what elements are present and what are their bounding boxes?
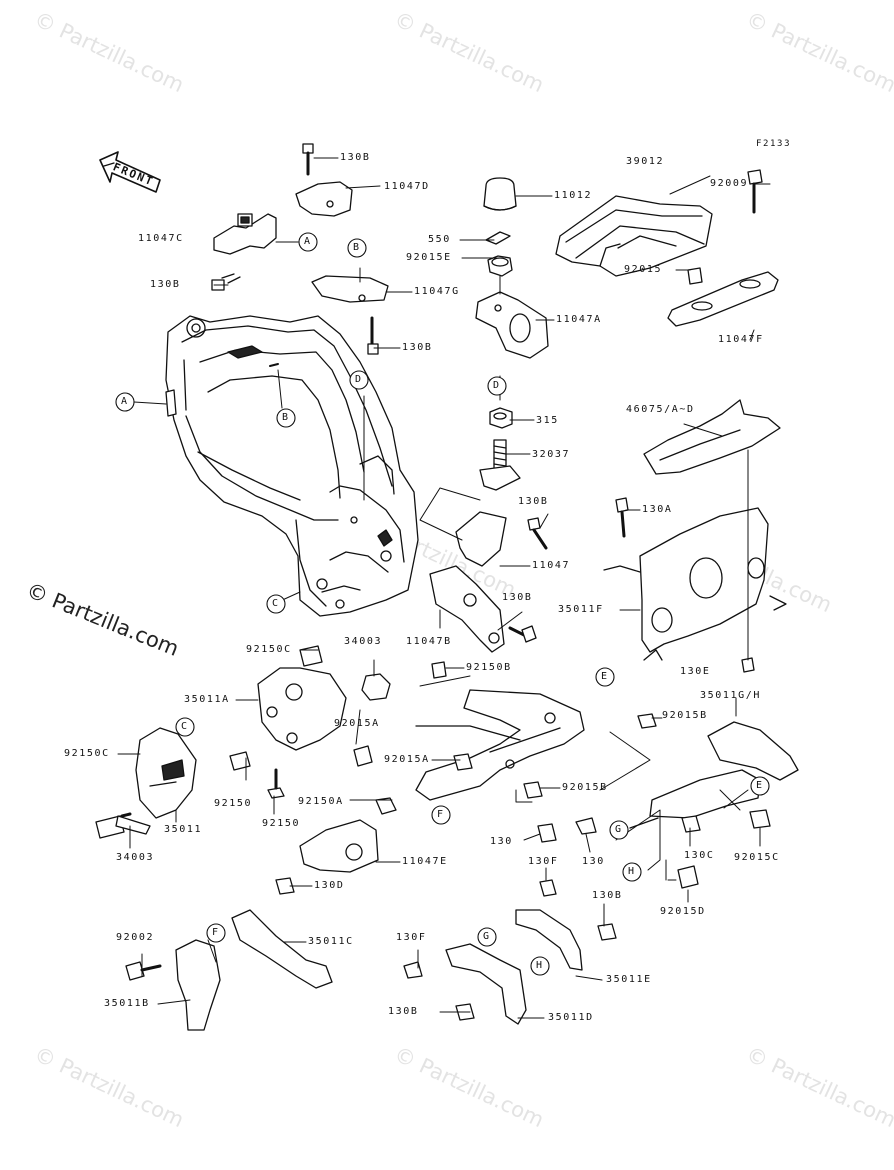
callout-c: C: [272, 598, 280, 609]
part-label: 130D: [314, 880, 345, 891]
part-label: 130F: [396, 932, 427, 943]
part-label: 130B: [340, 152, 371, 163]
cover-46075: [643, 399, 781, 475]
part-label: 130B: [592, 890, 623, 901]
part-label: 35011: [164, 824, 203, 835]
frame: [165, 315, 419, 617]
tray-39012: [555, 195, 713, 277]
callout-f: F: [212, 927, 220, 938]
footrest-bracket-35011: [95, 727, 251, 839]
callout-f: F: [437, 809, 445, 820]
callout-c: C: [181, 721, 189, 732]
part-label: 130A: [642, 504, 673, 515]
part-label: 35011A: [184, 694, 230, 705]
part-label: 11047: [532, 560, 571, 571]
part-label: 92015E: [406, 252, 452, 263]
part-label: 130: [582, 856, 605, 867]
part-label: 92150A: [298, 796, 344, 807]
part-label: 92150C: [246, 644, 292, 655]
callout-h: H: [536, 960, 544, 971]
part-label: 32037: [532, 449, 571, 460]
part-label: 130: [490, 836, 513, 847]
part-label: 550: [428, 234, 451, 245]
part-label: 35011C: [308, 936, 354, 947]
part-label: 34003: [344, 636, 383, 647]
callout-d: D: [493, 380, 501, 391]
callout-e: E: [601, 671, 609, 682]
crossmember: [353, 689, 585, 815]
bracket-11047d: [295, 143, 353, 217]
part-label: 11047G: [414, 286, 460, 297]
part-label: 35011E: [606, 974, 652, 985]
part-label: 35011B: [104, 998, 150, 1009]
part-label: 35011F: [558, 604, 604, 615]
plate-11047f: [667, 169, 779, 327]
part-label: 92015B: [562, 782, 608, 793]
callout-d: D: [355, 374, 363, 385]
part-label: 315: [536, 415, 559, 426]
part-label: 130C: [684, 850, 715, 861]
part-label: 130B: [388, 1006, 419, 1017]
part-label: 130B: [502, 592, 533, 603]
part-label: 92015D: [660, 906, 706, 917]
part-label: 92150C: [64, 748, 110, 759]
callout-b: B: [282, 412, 290, 423]
part-label: 11047E: [402, 856, 448, 867]
stay-35011f: [603, 497, 787, 673]
callout-circles: [115, 232, 770, 976]
part-label: 11012: [554, 190, 593, 201]
part-label: 92150B: [466, 662, 512, 673]
callout-g: G: [483, 931, 491, 942]
part-label: 92015C: [734, 852, 780, 863]
part-label: 92015B: [662, 710, 708, 721]
part-label: 11047B: [406, 636, 452, 647]
callout-a: A: [304, 236, 312, 247]
callout-a: A: [121, 396, 129, 407]
top-center-parts: [475, 177, 549, 491]
footrest-bracket-35011a: [257, 645, 447, 799]
part-label: 46075/A~D: [626, 404, 695, 415]
figure-code: F2133: [756, 139, 792, 149]
part-label: 130B: [518, 496, 549, 507]
part-label: 92015: [624, 264, 663, 275]
bracket-11047c: [211, 213, 277, 291]
callout-e: E: [756, 780, 764, 791]
front-arrow-icon: [99, 151, 161, 193]
part-label: 130B: [402, 342, 433, 353]
bracket-11047e: [275, 819, 379, 895]
part-label: 130E: [680, 666, 711, 677]
callout-h: H: [628, 866, 636, 877]
part-label: 130B: [150, 279, 181, 290]
callout-g: G: [615, 824, 623, 835]
part-label: 11047D: [384, 181, 430, 192]
bracket-11047g: [311, 275, 389, 355]
part-label: 92002: [116, 932, 155, 943]
part-label: 92015A: [384, 754, 430, 765]
part-label: 92015A: [334, 718, 380, 729]
part-label: 92150: [262, 818, 301, 829]
part-label: 92009: [710, 178, 749, 189]
part-label: 35011G/H: [700, 690, 761, 701]
brackets-11047-11047b: [429, 511, 548, 653]
crossmember-35011gh: [537, 713, 799, 889]
footrest-35011c-35011b: [125, 909, 333, 1031]
part-label: 39012: [626, 156, 665, 167]
part-label: 11047F: [718, 334, 764, 345]
part-label: 92150: [214, 798, 253, 809]
callout-b: B: [353, 242, 361, 253]
part-label: 34003: [116, 852, 155, 863]
part-label: 11047C: [138, 233, 184, 244]
part-label: 11047A: [556, 314, 602, 325]
part-label: 35011D: [548, 1012, 594, 1023]
part-label: 130F: [528, 856, 559, 867]
stays-35011d-35011e: [403, 879, 617, 1025]
